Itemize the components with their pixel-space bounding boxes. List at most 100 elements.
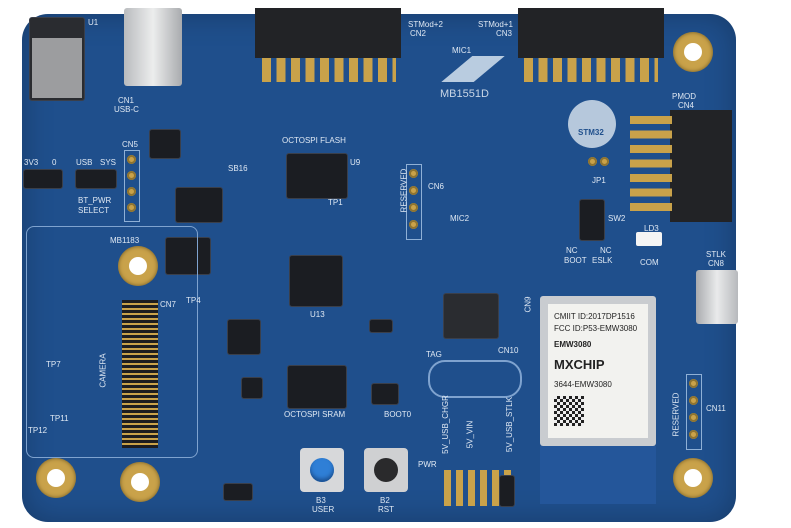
pmod-connector[interactable]	[670, 110, 732, 222]
label: CN2	[410, 29, 427, 38]
label: STMod+2	[408, 20, 443, 29]
label: CAMERA	[98, 353, 108, 388]
antenna	[540, 446, 656, 504]
mounting-hole	[673, 458, 713, 498]
pin	[127, 203, 136, 212]
module-text: EMW3080	[554, 340, 592, 349]
label: U9	[350, 158, 361, 167]
chip	[166, 238, 210, 274]
pin	[127, 171, 136, 180]
label: TP1	[328, 198, 343, 207]
pmod-pins	[630, 116, 672, 216]
pin	[689, 430, 698, 439]
label: RST	[378, 505, 394, 514]
label: CN10	[498, 346, 519, 355]
label: OCTOSPI SRAM	[284, 410, 346, 419]
label: STMod+1	[478, 20, 513, 29]
label: 3V3	[24, 158, 39, 167]
label: USER	[312, 505, 335, 514]
wifi-module-emw3080: CMIIT ID:2017DP1516 FCC ID:P53-EMW3080 E…	[540, 296, 656, 446]
user-button[interactable]	[310, 458, 334, 482]
chip	[228, 320, 260, 354]
label: JP1	[592, 176, 606, 185]
switch[interactable]	[224, 484, 252, 500]
cn6-header[interactable]	[406, 164, 422, 240]
label: LD3	[644, 224, 659, 233]
label: NC	[566, 246, 578, 255]
label: NC	[600, 246, 612, 255]
bt-power-switch[interactable]	[76, 170, 116, 188]
label: SELECT	[78, 206, 110, 215]
tag-connect-footprint	[428, 360, 522, 398]
label: PMOD	[672, 92, 696, 101]
cn2-header[interactable]	[255, 8, 401, 58]
pin	[127, 155, 136, 164]
label: CN11	[706, 404, 726, 413]
reset-button[interactable]	[374, 458, 398, 482]
camera-connector[interactable]	[122, 300, 158, 448]
label: 5V_USB_CHGR	[440, 395, 450, 454]
label: BOOT	[564, 256, 587, 265]
stlk-micro-usb-port[interactable]	[696, 270, 738, 324]
label: OCTOSPI FLASH	[282, 136, 346, 145]
label: RESERVED	[399, 168, 409, 213]
label: PWR	[418, 460, 437, 469]
cn10-connector[interactable]	[444, 294, 498, 338]
label: STLK	[706, 250, 727, 259]
module-text: 3644-EMW3080	[554, 380, 612, 389]
mounting-hole	[120, 462, 160, 502]
label: COM	[640, 258, 659, 267]
pin-row	[262, 58, 396, 82]
module-text: FCC ID:P53-EMW3080	[554, 324, 638, 333]
label: BT_PWR	[78, 196, 112, 205]
cn3-header[interactable]	[518, 8, 664, 58]
label: BOOT0	[384, 410, 412, 419]
cn11-header[interactable]	[686, 374, 702, 450]
label: USB-C	[114, 105, 139, 114]
boot0-switch[interactable]	[370, 320, 392, 332]
mounting-hole	[36, 458, 76, 498]
camera-outline	[26, 226, 198, 458]
jumper-pin	[600, 157, 609, 166]
label: MB1183	[110, 236, 140, 245]
pin	[689, 396, 698, 405]
u1-module	[30, 18, 84, 100]
label: TAG	[426, 350, 442, 359]
boot-dip-switch[interactable]	[580, 200, 604, 240]
label: CN6	[428, 182, 445, 191]
module-text: MXCHIP	[554, 357, 605, 372]
pin	[689, 413, 698, 422]
board-name: MB1551D	[440, 88, 489, 100]
label: 5V_VIN	[465, 420, 475, 449]
qr-code	[554, 396, 584, 426]
pin-row	[524, 58, 658, 82]
jumper-pin	[588, 157, 597, 166]
label: ESLK	[592, 256, 613, 265]
jumper-cap[interactable]	[500, 476, 514, 506]
label: CN5	[122, 140, 139, 149]
mcu-chip	[290, 256, 342, 306]
mounting-hole	[118, 246, 158, 286]
label: SYS	[100, 158, 117, 167]
label: CN3	[496, 29, 513, 38]
label: STM32	[578, 128, 604, 137]
label: SB16	[228, 164, 248, 173]
octospi-flash-chip	[287, 154, 347, 198]
mounting-hole	[673, 32, 713, 72]
power-select-switch[interactable]	[24, 170, 62, 188]
cn5-header[interactable]	[124, 150, 140, 222]
label: CN1	[118, 96, 135, 105]
label: MIC2	[450, 214, 470, 223]
q2-chip	[176, 188, 222, 222]
pin	[409, 186, 418, 195]
com-led	[636, 232, 662, 246]
label: U13	[310, 310, 325, 319]
usb-c-port[interactable]	[124, 8, 182, 86]
label: CN7	[160, 300, 177, 309]
label: SW2	[608, 214, 626, 223]
stm32-logo	[568, 100, 616, 148]
label: CN9	[523, 296, 533, 313]
chip	[242, 378, 262, 398]
pin	[409, 220, 418, 229]
label: TP7	[46, 360, 61, 369]
